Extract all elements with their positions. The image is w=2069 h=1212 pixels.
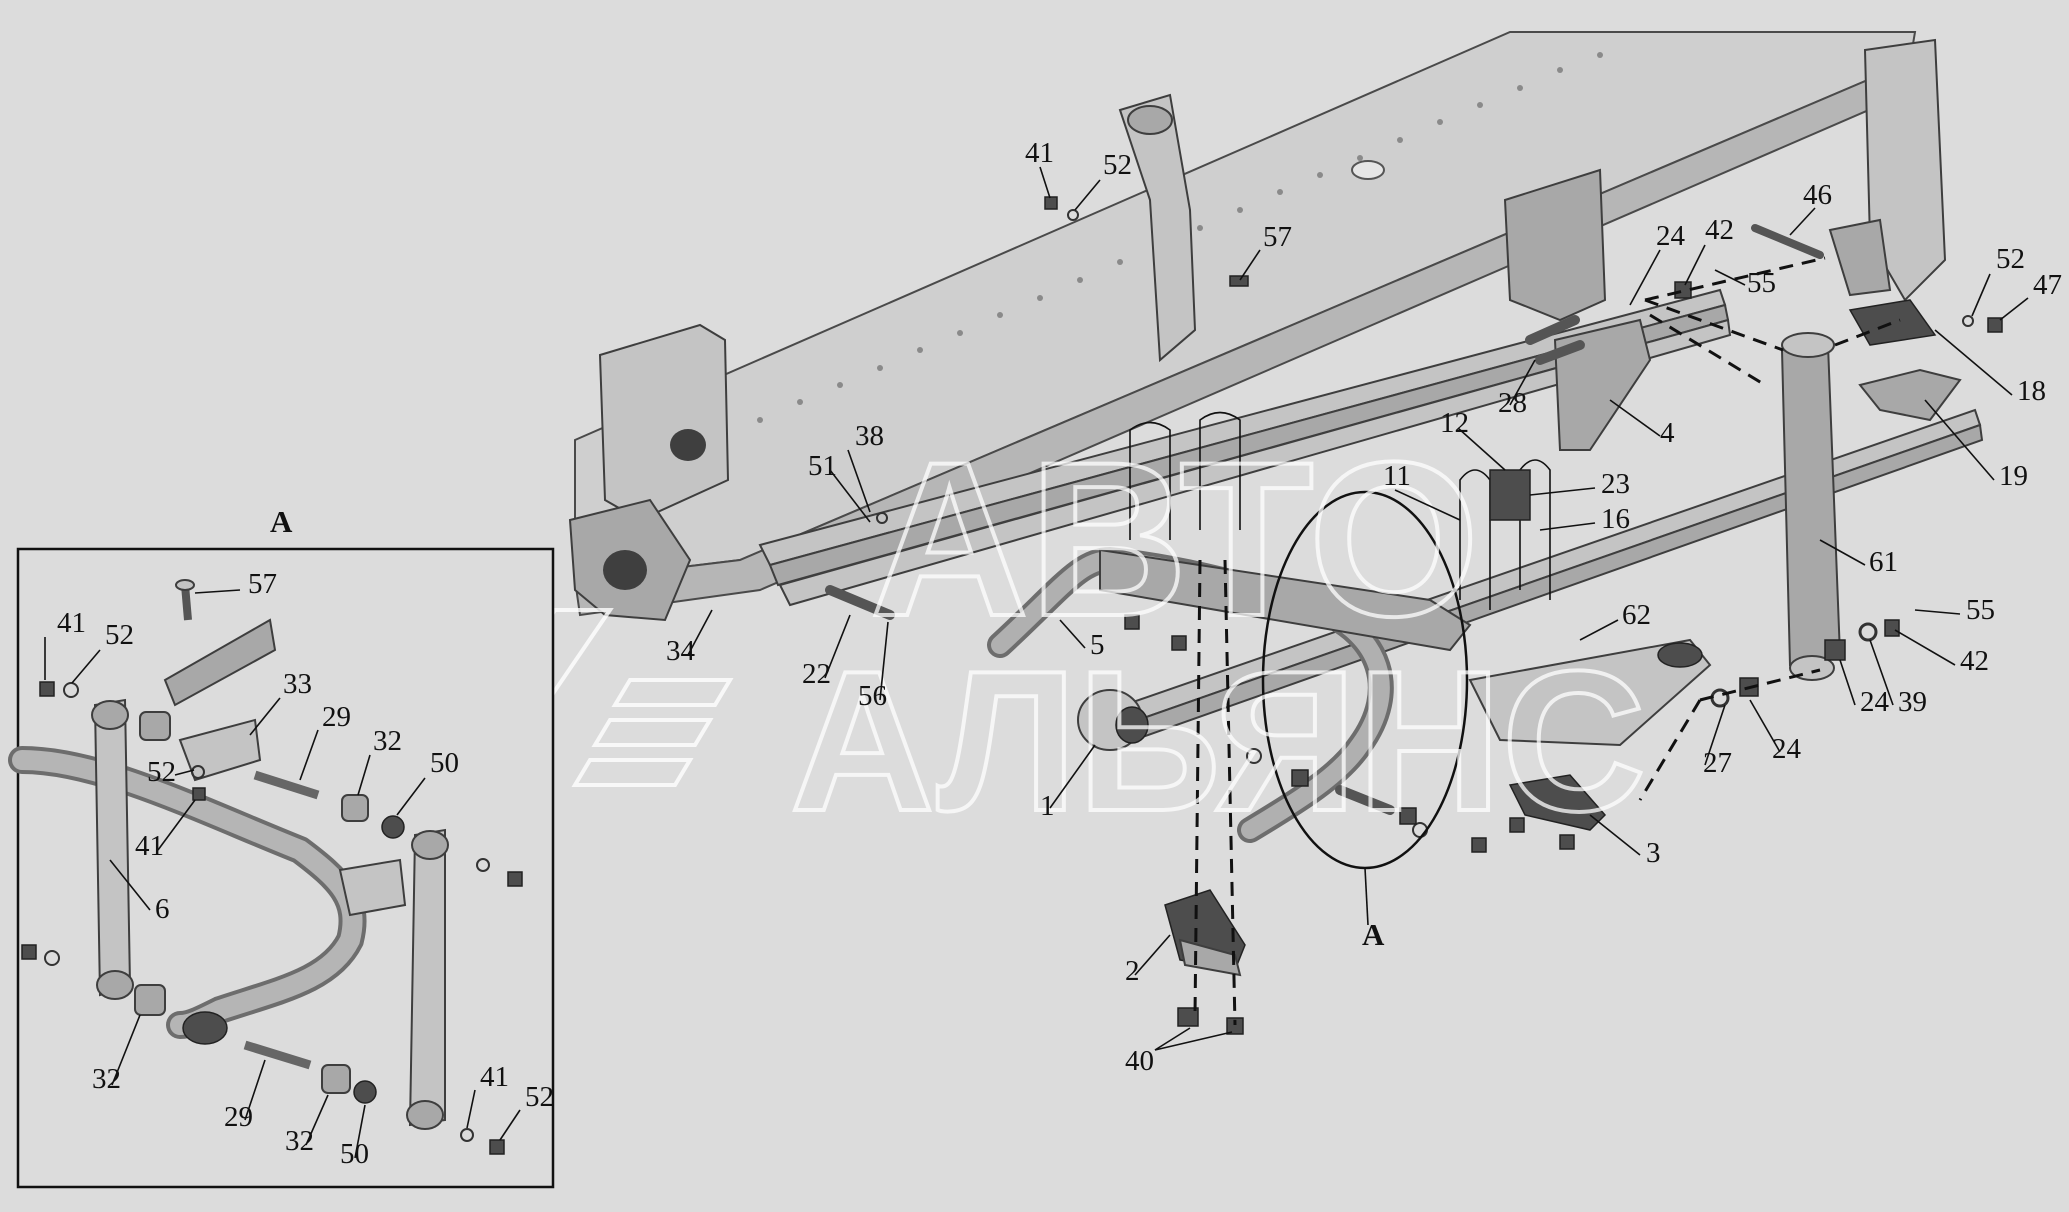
part-label-42: 42 xyxy=(1960,645,1989,677)
part-label-3: 3 xyxy=(1646,837,1661,869)
inset-label-6: 6 xyxy=(155,893,170,925)
part-label-55: 55 xyxy=(1747,267,1776,299)
part-label-34: 34 xyxy=(666,635,696,667)
bump-stop xyxy=(1077,689,1149,751)
part-label-56: 56 xyxy=(858,680,887,712)
inset-label-50: 50 xyxy=(430,747,459,779)
inset-label-57: 57 xyxy=(248,568,277,600)
inset-label-29: 29 xyxy=(224,1101,253,1133)
inset-title: A xyxy=(270,504,293,539)
inset-label-41: 41 xyxy=(135,830,164,862)
rubber-pad xyxy=(1489,469,1531,521)
assembly-lines xyxy=(1193,256,1901,1026)
inset-label-52: 52 xyxy=(525,1081,554,1113)
watermark: АВТО АЛЬЯНС xyxy=(321,414,1648,855)
part-label-19: 19 xyxy=(1999,460,2028,492)
part-label-24: 24 xyxy=(1860,686,1890,718)
part-label-38: 38 xyxy=(855,420,884,452)
inset-label-29: 29 xyxy=(322,701,351,733)
part-label-27: 27 xyxy=(1703,747,1732,779)
bracket-2 xyxy=(1164,889,1246,977)
detail-a-inset xyxy=(8,547,555,1189)
inset-label-41: 41 xyxy=(480,1061,509,1093)
stop-18 xyxy=(1848,299,1937,346)
part-label-46: 46 xyxy=(1803,179,1832,211)
part-label-16: 16 xyxy=(1601,503,1630,535)
part-label-24: 24 xyxy=(1656,220,1686,252)
part-label-40: 40 xyxy=(1125,1045,1154,1077)
part-label-51: 51 xyxy=(808,450,837,482)
inset-label-41: 41 xyxy=(57,607,86,639)
part-label-18: 18 xyxy=(2017,375,2046,407)
part-label-12: 12 xyxy=(1440,407,1469,439)
bracket-4 xyxy=(1553,318,1652,451)
inset-label-32: 32 xyxy=(92,1063,121,1095)
part-label-61: 61 xyxy=(1869,546,1898,578)
inset-label-50: 50 xyxy=(340,1138,369,1170)
part-label-52: 52 xyxy=(1996,243,2025,275)
front-spring-bracket xyxy=(568,323,730,622)
upper-bracket xyxy=(1118,93,1197,363)
part-label-24: 24 xyxy=(1772,733,1802,765)
part-label-41: 41 xyxy=(1025,137,1054,169)
part-label-11: 11 xyxy=(1383,460,1411,492)
inset-label-52: 52 xyxy=(105,619,134,651)
part-label-57: 57 xyxy=(1263,221,1292,253)
inset-label-33: 33 xyxy=(283,668,312,700)
part-label-42: 42 xyxy=(1705,214,1734,246)
stop-19 xyxy=(1858,368,1962,422)
inset-label-32: 32 xyxy=(285,1125,314,1157)
part-label-23: 23 xyxy=(1601,468,1630,500)
part-label-A: A xyxy=(1362,917,1385,952)
part-label-39: 39 xyxy=(1898,686,1927,718)
axle-beam xyxy=(1099,548,1472,652)
part-label-47: 47 xyxy=(2033,269,2062,301)
part-label-62: 62 xyxy=(1622,599,1651,631)
watermark-line-2: АЛЬЯНС xyxy=(790,630,1646,853)
spring-seat xyxy=(1468,638,1712,747)
part-label-55: 55 xyxy=(1966,594,1995,626)
part-label-52: 52 xyxy=(1103,149,1132,181)
watermark-line-1: АВТО xyxy=(870,416,1479,662)
leaf-spring-upper xyxy=(758,288,1732,607)
bracket-3 xyxy=(1508,774,1607,831)
link-rods xyxy=(825,224,1824,815)
part-label-5: 5 xyxy=(1090,629,1105,661)
leader-lines xyxy=(44,166,2029,1159)
part-label-2: 2 xyxy=(1125,955,1140,987)
rear-hanger-bracket xyxy=(1503,38,1947,322)
shock-absorber xyxy=(1780,332,1842,681)
part-label-22: 22 xyxy=(802,658,831,690)
inset-label-32: 32 xyxy=(373,725,402,757)
part-label-1: 1 xyxy=(1040,790,1055,822)
inset-part-number-labels: 57 41 52 33 29 32 50 52 41 6 32 29 32 50 41 52 xyxy=(57,568,554,1170)
part-label-4: 4 xyxy=(1660,417,1675,449)
inset-label-52: 52 xyxy=(147,756,176,788)
part-label-28: 28 xyxy=(1498,387,1527,419)
